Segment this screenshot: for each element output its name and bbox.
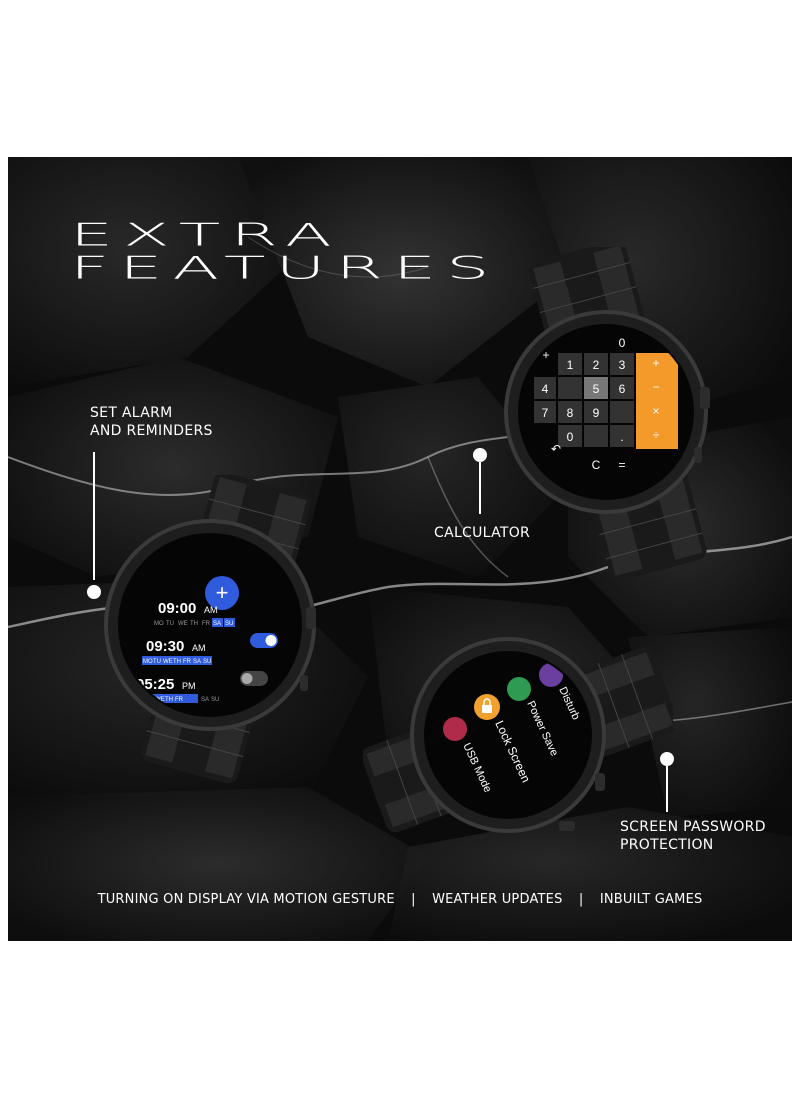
- calc-back-icon[interactable]: ↶: [551, 442, 561, 456]
- alarm-2-day: SU: [203, 659, 211, 665]
- calc-key[interactable]: 6: [619, 382, 626, 396]
- alarm-1-day: FR: [202, 621, 211, 627]
- calc-key[interactable]: 7: [542, 406, 549, 420]
- power-save-icon[interactable]: [507, 677, 531, 701]
- footer-item-games: INBUILT GAMES: [599, 892, 703, 907]
- alarm-2-day: WE: [163, 659, 173, 665]
- alarm-label-line-1: SET ALARM: [90, 405, 173, 421]
- calculator-label: CALCULATOR: [434, 525, 531, 541]
- calc-operator[interactable]: −: [652, 380, 659, 394]
- calc-display: 0: [619, 336, 626, 350]
- feature-poster: EXTRA FEATURES SET ALARM AND REMINDERS C…: [8, 157, 792, 941]
- footer-separator: |: [578, 892, 584, 907]
- password-label-line-2: PROTECTION: [620, 837, 714, 853]
- lock-watch: Disturb Power Save Lock Screen USB Mode: [363, 637, 673, 833]
- calc-key[interactable]: 4: [542, 382, 549, 396]
- calc-key[interactable]: 8: [567, 406, 574, 420]
- alarm-1-day: TU: [166, 621, 174, 627]
- calc-key[interactable]: 1: [567, 358, 574, 372]
- alarm-label: SET ALARM AND REMINDERS: [90, 404, 213, 440]
- alarm-2-time: 09:30: [146, 638, 184, 655]
- calc-clear[interactable]: C: [592, 458, 601, 472]
- headline-line-2: FEATURES: [70, 250, 500, 287]
- alarm-1-time: 09:00: [158, 600, 196, 617]
- password-pointer-line: [666, 766, 668, 812]
- alarm-1-day: SU: [225, 621, 233, 627]
- calc-operator[interactable]: ×: [652, 404, 659, 418]
- footer-features: TURNING ON DISPLAY VIA MOTION GESTURE | …: [8, 892, 792, 907]
- alarm-3-day: SU: [211, 697, 219, 703]
- alarm-1-day: MO: [154, 621, 164, 627]
- alarm-2-day: FR: [183, 659, 192, 665]
- alarm-1-day: WE: [178, 621, 188, 627]
- footer-item-motion: TURNING ON DISPLAY VIA MOTION GESTURE: [97, 892, 395, 907]
- alarm-3-day: FR: [175, 697, 184, 703]
- calc-key[interactable]: 3: [619, 358, 626, 372]
- alarm-2-ampm: AM: [192, 643, 206, 653]
- alarm-2-day: TU: [153, 659, 161, 665]
- calc-key[interactable]: .: [620, 430, 623, 444]
- headline: EXTRA FEATURES: [70, 219, 500, 285]
- calc-key[interactable]: 5: [593, 382, 600, 396]
- calc-key[interactable]: 9: [593, 406, 600, 420]
- add-icon: +: [216, 580, 229, 605]
- calc-equals[interactable]: =: [618, 458, 625, 472]
- footer-item-weather: WEATHER UPDATES: [432, 892, 563, 907]
- add-alarm-button[interactable]: [205, 576, 239, 610]
- alarm-3-day: SA: [201, 697, 209, 703]
- alarm-1-day: TH: [190, 621, 198, 627]
- password-label-line-1: SCREEN PASSWORD: [620, 819, 766, 835]
- password-label: SCREEN PASSWORD PROTECTION: [620, 818, 766, 854]
- calc-key[interactable]: 2: [593, 358, 600, 372]
- headline-line-1: EXTRA: [70, 217, 342, 254]
- calc-operator[interactable]: +: [652, 356, 659, 370]
- alarm-pointer-line: [93, 452, 95, 580]
- calculator-pointer-dot: [473, 448, 487, 462]
- alarm-watch: + 09:00 AM MO TU WE TH FR SA SU 09:30 AM…: [104, 475, 316, 784]
- alarm-2-day: TH: [173, 659, 181, 665]
- calc-key[interactable]: +: [542, 348, 549, 362]
- alarm-3-ampm: PM: [182, 681, 196, 691]
- alarm-label-line-2: AND REMINDERS: [90, 423, 213, 439]
- calculator-pointer-line: [479, 462, 481, 514]
- usb-mode-icon[interactable]: [443, 717, 467, 741]
- alarm-1-ampm: AM: [204, 605, 218, 615]
- password-pointer-dot: [660, 752, 674, 766]
- calculator-watch: 0 + 1 2 3 4 5 6 7 8 9 0 . + − × ÷ = C: [504, 247, 710, 577]
- footer-separator: |: [411, 892, 416, 907]
- alarm-1-day: SA: [213, 621, 221, 627]
- alarm-2-day: SA: [193, 659, 201, 665]
- calc-operator[interactable]: ÷: [653, 428, 660, 442]
- alarm-3-day: TH: [165, 697, 173, 703]
- alarm-pointer-dot: [87, 585, 101, 599]
- alarm-2-day: MO: [143, 659, 153, 665]
- calc-key[interactable]: 0: [567, 430, 574, 444]
